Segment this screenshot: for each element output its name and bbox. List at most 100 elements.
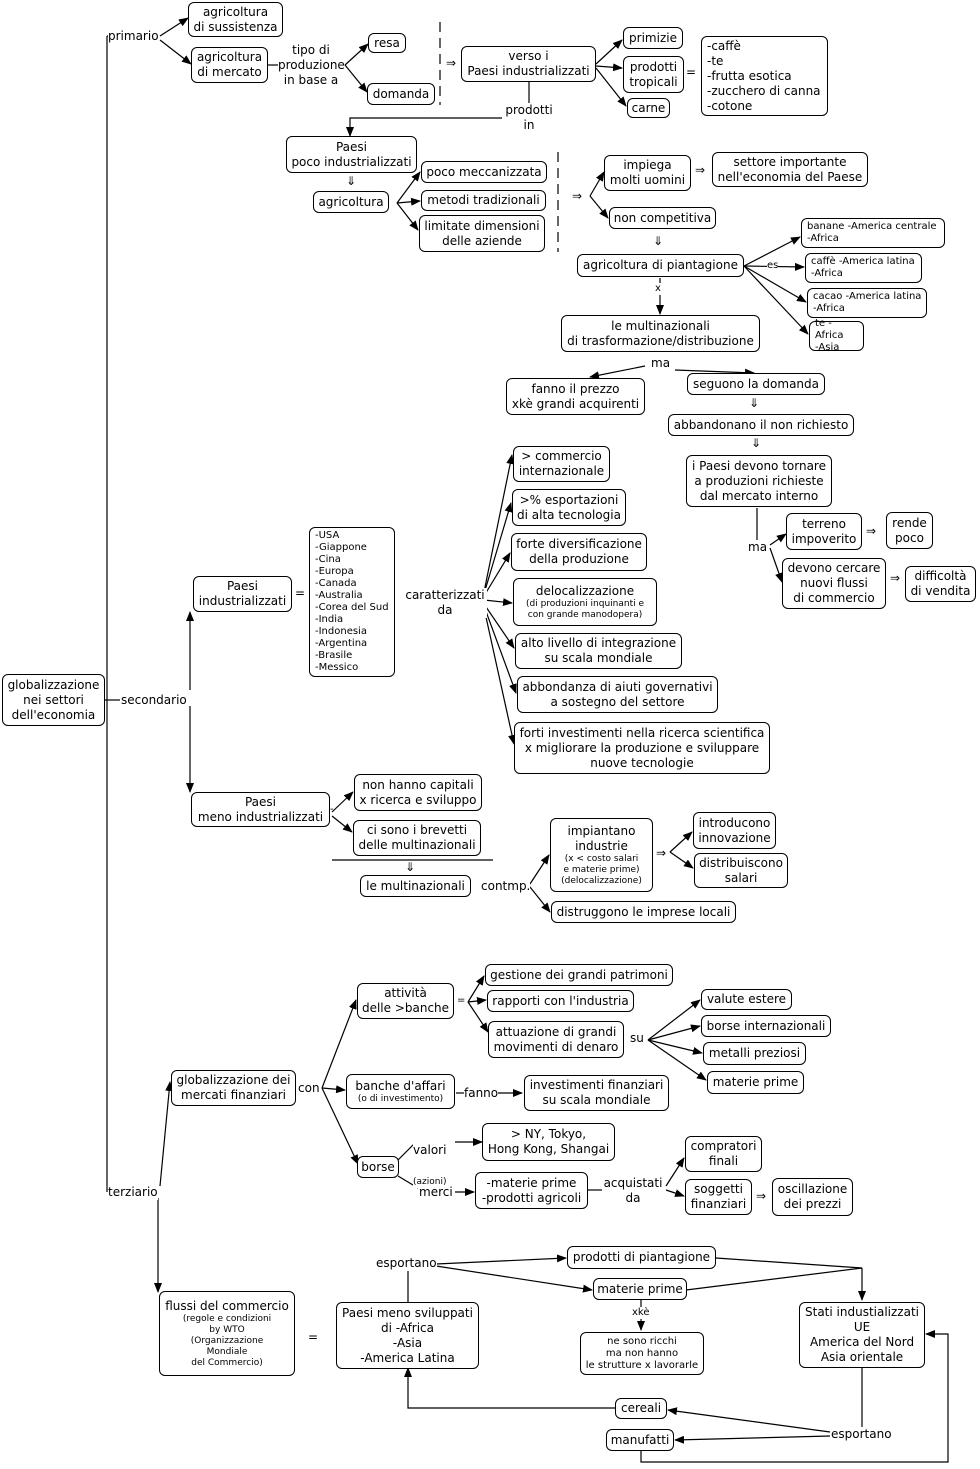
innovation-node[interactable]: introducono innovazione [693,812,776,849]
down-arrow-3: ⇓ [749,396,760,410]
tropical-list-node[interactable]: -caffè -te -frutta esotica -zucchero di … [701,36,828,116]
example-banana-node[interactable]: banane -America centrale -Africa [801,218,945,248]
manufactured-node[interactable]: manufatti [606,1429,674,1451]
implies-arrow-4: ⇒ [866,524,877,538]
investment-banks-title: banche d'affari [355,1078,446,1093]
no-capital-node[interactable]: non hanno capitali x ricerca e sviluppo [354,774,482,811]
important-sector-node[interactable]: settore importante nell'economia del Pae… [712,152,868,187]
raw-materials-node[interactable]: materie prime [707,1071,804,1094]
example-tea-node[interactable]: te -Africa -Asia [809,318,864,353]
big-banks-node[interactable]: attività delle >banche [357,983,454,1019]
new-flows-node[interactable]: devono cercare nuovi flussi di commercio [782,558,886,609]
implies-arrow-6: ⇒ [656,846,667,860]
not-competitive-node[interactable]: non competitiva [609,207,716,229]
set-price-node[interactable]: fanno il prezzo xkè grandi acquirenti [506,378,645,415]
implies-arrow-1: ⇒ [446,56,457,70]
less-industrial-node[interactable]: Paesi poco industrializzati [286,136,417,173]
early-crops-node[interactable]: primizie [623,27,683,49]
return-node[interactable]: i Paesi devono tornare a produzioni rich… [686,455,832,507]
countries-list-node[interactable]: -USA -Giappone -Cina -Europa -Canada -Au… [309,527,395,677]
agriculture-node[interactable]: agricoltura [313,191,389,213]
currency-node[interactable]: valute estere [701,989,792,1010]
down-arrow-2: ⇓ [653,234,664,248]
implies-arrow-7: ⇒ [756,1189,767,1203]
yield-node[interactable]: resa [368,33,406,53]
implies-arrow-2: ⇒ [572,189,583,203]
industry-relations-node[interactable]: rapporti con l'industria [487,990,634,1012]
traditional-node[interactable]: metodi tradizionali [421,190,546,211]
price-swing-node[interactable]: oscillazione dei prezzi [772,1178,853,1216]
sale-difficulty-node[interactable]: difficoltà di vendita [905,566,976,602]
plantation-node[interactable]: agricoltura di piantagione [577,254,744,277]
wealth-management-node[interactable]: gestione dei grandi patrimoni [485,964,673,986]
values-title: valori [413,1143,447,1157]
su-label: su [630,1031,644,1046]
char-research-node[interactable]: forti investimenti nella ricerca scienti… [514,722,770,774]
tropical-node[interactable]: prodotti tropicali [623,56,684,93]
raw-materials-export-node[interactable]: materie prime [593,1278,687,1300]
less-industrial-countries-node[interactable]: Paesi meno industrializzati [191,792,330,827]
sector-secondary-label: secondario [121,693,187,708]
exchanges-node[interactable]: borse [357,1156,399,1178]
subsistence-node[interactable]: agricoltura di sussistenza [188,2,283,37]
financial-markets-node[interactable]: globalizzazione dei mercati finanziari [171,1070,296,1106]
small-farms-node[interactable]: limitate dimensioni delle aziende [419,215,545,252]
sector-primary-label: primario [108,29,159,44]
trade-flows-sub: (regole e condizioni by WTO (Organizzazi… [182,1313,272,1368]
goods-list-node[interactable]: -materie prime -prodotti agricoli [475,1172,588,1209]
export-label-1: esportano [376,1256,437,1271]
stock-exchanges-node[interactable]: borse internazionali [701,1015,831,1037]
export-label-2: esportano [831,1427,892,1442]
wages-node[interactable]: distribuiscono salari [694,853,788,888]
down-arrow-1: ⇓ [346,174,357,188]
build-industries-sub: (x < costo salari e materie prime) (delo… [561,853,642,886]
values-label: valori (azioni) [413,1128,447,1188]
multinationals-node[interactable]: le multinazionali di trasformazione/dist… [561,315,760,352]
developing-countries-node[interactable]: Paesi meno sviluppati di -Africa -Asia -… [336,1302,479,1369]
char-gov-aid-node[interactable]: abbondanza di aiuti governativi a sosteg… [517,676,718,713]
impoverished-node[interactable]: terreno impoverito [786,513,862,550]
industrial-countries-node[interactable]: Paesi industrializzati [193,576,292,612]
follow-demand-node[interactable]: seguono la domanda [687,373,825,395]
money-moves-node[interactable]: attuazione di grandi movimenti di denaro [488,1021,624,1058]
char-trade-node[interactable]: > commercio internazionale [513,446,610,482]
financial-subjects-node[interactable]: soggetti finanziari [685,1179,752,1215]
char-hitech-node[interactable]: >% esportazioni di alta tecnologia [512,489,626,526]
equals-countries: = [295,586,306,600]
char-integration-node[interactable]: alto livello di integrazione su scala mo… [515,633,682,669]
produced-in-label: prodotti in [502,103,556,133]
market-agriculture-node[interactable]: agricoltura di mercato [191,47,268,83]
destroy-node[interactable]: distruggono le imprese locali [551,901,736,923]
yields-little-node[interactable]: rende poco [886,512,933,549]
abandon-node[interactable]: abbandonano il non richiesto [668,414,854,436]
equals-tropical: = [686,65,697,79]
meat-node[interactable]: carne [627,98,670,118]
char-delocalization-node[interactable]: delocalizzazione (di produzioni inquinan… [513,578,657,626]
build-industries-node[interactable]: impiantano industrie (x < costo salari e… [550,818,653,892]
build-industries-title: impiantano industrie [567,823,636,853]
plantation-goods-node[interactable]: prodotti di piantagione [567,1246,716,1269]
demand-node[interactable]: domanda [367,83,435,105]
industrial-states-node[interactable]: Stati industializzati UE America del Nor… [799,1302,925,1368]
final-buyers-node[interactable]: compratori finali [685,1136,762,1172]
to-industrial-node[interactable]: verso i Paesi industrializzati [461,46,596,82]
metals-node[interactable]: metalli preziosi [703,1042,806,1065]
char-diversification-node[interactable]: forte diversificazione della produzione [511,533,647,571]
trade-flows-node[interactable]: flussi del commercio (regole e condizion… [159,1291,295,1376]
ma-label-1: ma [651,356,671,371]
cities-node[interactable]: > NY, Tokyo, Hong Kong, Shangai [482,1123,615,1161]
bought-by-label: acquistati da [602,1176,664,1206]
multinationals-2-node[interactable]: le multinazionali [360,875,471,897]
root-node[interactable]: globalizzazione nei settori dell'economi… [2,674,105,726]
investment-banks-sub: (o di investimento) [357,1093,444,1104]
why-text-node[interactable]: ne sono ricchi ma non hanno le strutture… [580,1332,704,1375]
cereals-node[interactable]: cereali [615,1398,667,1419]
investments-node[interactable]: investimenti finanziari su scala mondial… [524,1075,669,1111]
example-coffee-node[interactable]: caffè -America latina -Africa [805,253,922,283]
example-cocoa-node[interactable]: cacao -America latina -Africa [807,288,927,318]
patents-node[interactable]: ci sono i brevetti delle multinazionali [353,820,481,856]
investment-banks-node[interactable]: banche d'affari (o di investimento) [346,1074,455,1109]
low-mech-node[interactable]: poco meccanizzata [421,161,547,183]
many-people-node[interactable]: impiega molti uomini [604,155,691,191]
